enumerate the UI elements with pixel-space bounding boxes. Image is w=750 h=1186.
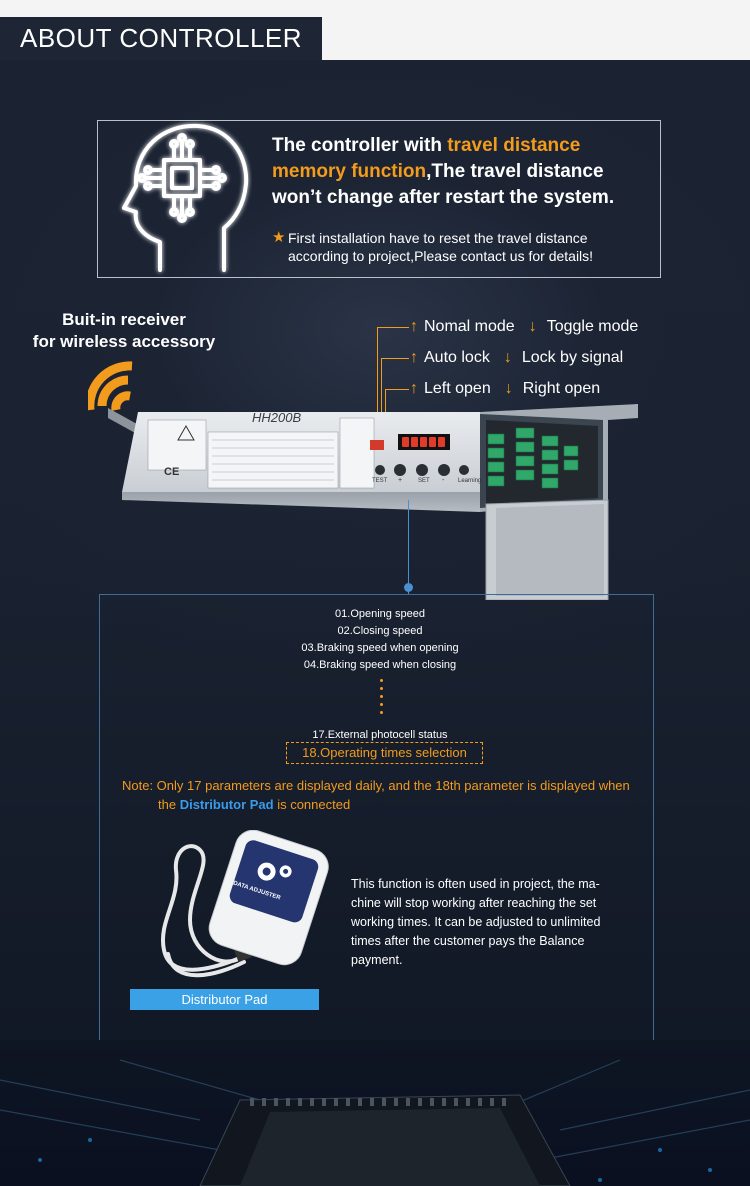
param-item: 02.Closing speed xyxy=(337,625,423,637)
function-description: This function is often used in project, … xyxy=(351,877,601,967)
ellipsis-dots xyxy=(380,679,384,719)
param-item: 01.Opening speed xyxy=(335,608,425,620)
brain-chip-icon xyxy=(122,123,249,272)
dip-label-1: ↑Nomal mode↓Toggle mode xyxy=(410,318,639,335)
dip-leader-line-2 xyxy=(381,358,409,423)
dip-label-2: ↑Auto lock↓Lock by signal xyxy=(410,349,624,366)
connector-line xyxy=(408,500,409,594)
page-title: ABOUT CONTROLLER xyxy=(0,17,322,60)
distributor-pad-label: Distributor Pad xyxy=(130,989,319,1010)
installation-note: ★ First installation have to reset the t… xyxy=(272,229,594,264)
param-item-17: 17.External photocell status xyxy=(312,729,448,741)
dip-leader-line-1 xyxy=(377,327,409,423)
controller-device xyxy=(108,404,638,600)
memory-description: The controller with travel distance memo… xyxy=(272,135,615,208)
param-item: 03.Braking speed when opening xyxy=(301,642,459,654)
parameter-note: Note: Only 17 parameters are displayed d… xyxy=(122,778,630,812)
distributor-pad-image xyxy=(160,830,329,978)
ce-mark: CE xyxy=(164,466,180,478)
param-item: 04.Braking speed when closing xyxy=(303,659,457,671)
dip-label-3: ↑Left open↓Right open xyxy=(410,380,601,397)
connector-dot xyxy=(404,583,413,592)
plus-button-label: + xyxy=(398,477,403,484)
circuit-chip-background xyxy=(0,1040,750,1186)
star-icon: ★ xyxy=(272,229,286,246)
wireless-signal-icon xyxy=(88,361,133,411)
model-label: HH200B xyxy=(252,410,302,425)
learning-button-label: Learning xyxy=(458,478,482,484)
dip-leader-line-3 xyxy=(385,389,409,423)
set-button-label: SET xyxy=(418,478,430,484)
test-button-label: TEST xyxy=(372,478,388,484)
minus-button-label: - xyxy=(442,477,445,484)
memory-feature-box xyxy=(97,120,661,278)
param-item-18: 18.Operating times selection xyxy=(286,742,483,764)
